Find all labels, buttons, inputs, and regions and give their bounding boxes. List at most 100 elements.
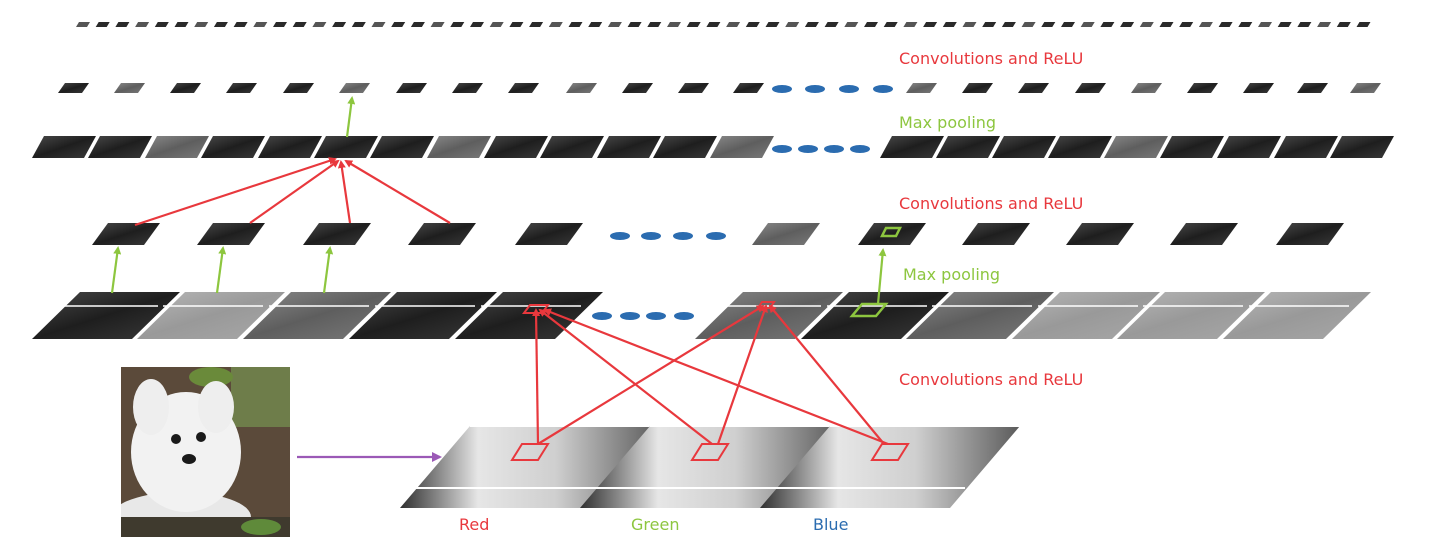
feature-map (992, 136, 1056, 158)
tiny-feature-map (95, 22, 110, 27)
feature-map (936, 136, 1000, 158)
tiny-feature-map (292, 22, 307, 27)
feature-map (455, 292, 603, 339)
tiny-feature-map (391, 22, 406, 27)
tiny-feature-map (686, 22, 701, 27)
tiny-feature-map (1238, 22, 1253, 27)
feature-map (880, 136, 944, 158)
feature-map (540, 136, 604, 158)
tiny-feature-map (1041, 22, 1056, 27)
ellipsis-dots (592, 312, 694, 320)
feature-map (508, 83, 539, 93)
tiny-feature-map (647, 22, 662, 27)
feature-map (137, 292, 285, 339)
feature-map (58, 83, 89, 93)
tiny-feature-map (726, 22, 741, 27)
feature-map (1187, 83, 1218, 93)
tiny-feature-map (706, 22, 721, 27)
tiny-feature-map (1218, 22, 1233, 27)
feature-map (1223, 292, 1371, 339)
feature-map (566, 83, 597, 93)
conv-arrows-middle (134, 157, 451, 227)
input-channel-blue (760, 425, 1020, 508)
feature-map (258, 136, 322, 158)
tiny-feature-map (765, 22, 780, 27)
tiny-feature-map (371, 22, 386, 27)
feature-map (1075, 83, 1106, 93)
feature-map (1276, 223, 1344, 245)
feature-map (1274, 136, 1338, 158)
tiny-feature-map (470, 22, 484, 27)
feature-map (622, 83, 653, 93)
feature-map (452, 83, 483, 93)
tiny-feature-map (450, 22, 465, 27)
ellipsis-dots (772, 85, 893, 93)
tiny-feature-map (135, 22, 150, 27)
tiny-feature-map (312, 22, 327, 27)
feature-map (733, 83, 764, 93)
feature-map (145, 136, 209, 158)
feature-map (88, 136, 152, 158)
feature-map (170, 83, 201, 93)
tiny-feature-map (844, 22, 859, 27)
tiny-feature-map (548, 22, 563, 27)
feature-map (678, 83, 709, 93)
feature-map (226, 83, 257, 93)
tiny-feature-map (351, 22, 366, 27)
tiny-feature-map (410, 22, 425, 27)
tiny-feature-map (824, 22, 839, 27)
feature-map (1297, 83, 1328, 93)
feature-map (1243, 83, 1274, 93)
tiny-feature-map (1317, 22, 1332, 27)
feature-map (906, 83, 937, 93)
feature-map (1104, 136, 1168, 158)
feature-map (858, 223, 926, 245)
conv-arrows-input (532, 304, 889, 446)
label-channel-blue: Blue (813, 515, 849, 534)
tiny-feature-map (667, 22, 681, 27)
tiny-feature-map (509, 22, 524, 27)
tiny-feature-map (1021, 22, 1036, 27)
feature-map (752, 223, 820, 245)
tiny-feature-map (982, 22, 997, 27)
tiny-feature-map (627, 22, 642, 27)
feature-map (408, 223, 476, 245)
tiny-feature-map (233, 22, 248, 27)
tiny-feature-map (1080, 22, 1095, 27)
feature-map (962, 83, 993, 93)
pooled-feature-maps (32, 136, 1394, 158)
tiny-feature-map (942, 22, 957, 27)
conv2-pool-marker (879, 226, 903, 238)
tiny-feature-map (1001, 22, 1016, 27)
tiny-feature-map (253, 22, 268, 27)
tiny-feature-map (76, 22, 90, 27)
pool-arrows-lower (110, 246, 887, 305)
conv3-feature-maps (58, 83, 1381, 93)
conv1-feature-maps (32, 292, 1371, 339)
label-max-pool-mid: Max pooling (903, 265, 1001, 284)
tiny-feature-map (864, 22, 878, 27)
feature-map (710, 136, 774, 158)
feature-map (1066, 223, 1134, 245)
feature-map (1012, 292, 1160, 339)
feature-map (339, 83, 370, 93)
tiny-feature-map (1297, 22, 1312, 27)
tiny-feature-map (154, 22, 169, 27)
label-channel-red: Red (459, 515, 490, 534)
tiny-feature-map (1258, 22, 1272, 27)
feature-map (1160, 136, 1224, 158)
tiny-feature-map (1336, 22, 1351, 27)
tiny-feature-map (332, 22, 347, 27)
tiny-feature-map (1061, 22, 1075, 27)
feature-map (515, 223, 583, 245)
feature-map (370, 136, 434, 158)
feature-map (906, 292, 1054, 339)
label-conv-relu-top: Convolutions and ReLU (899, 49, 1084, 68)
feature-map (1131, 83, 1162, 93)
feature-map (32, 136, 96, 158)
feature-map (92, 223, 160, 245)
feature-map (283, 83, 314, 93)
tiny-feature-map (273, 22, 287, 27)
feature-map (653, 136, 717, 158)
